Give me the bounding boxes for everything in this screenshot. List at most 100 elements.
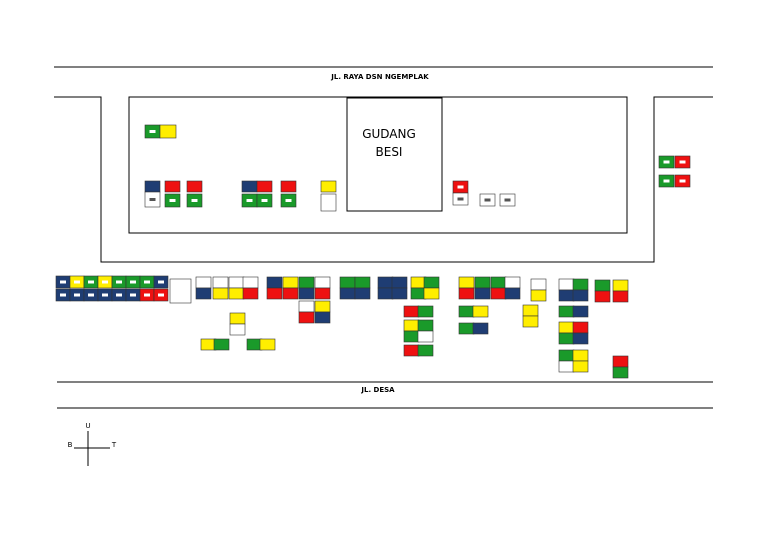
plot-square: [417, 330, 434, 343]
plot-marker: [130, 280, 136, 284]
plot-square: [339, 287, 356, 300]
plot-square: [612, 355, 629, 368]
plot-marker: [60, 293, 66, 297]
plot-square: [282, 287, 299, 300]
plot-square: [229, 323, 246, 336]
site-boundary: [54, 96, 713, 263]
plot-square: [403, 305, 420, 318]
north-road: JL. RAYA DSN NGEMPLAK: [54, 66, 713, 81]
plot-square: [164, 180, 181, 193]
plot-square: [195, 276, 212, 289]
plot-square: [474, 276, 491, 289]
plot-square: [195, 287, 212, 300]
plot-square: [572, 349, 589, 362]
plot-square: [314, 300, 331, 313]
plot-square: [298, 311, 315, 324]
plot-square: [212, 287, 229, 300]
plot-square: [417, 344, 434, 357]
plot-marker: [102, 280, 108, 284]
plot-markers: [55, 124, 691, 379]
plot-square: [403, 330, 420, 343]
plot-square: [572, 360, 589, 373]
plot-marker: [484, 198, 491, 202]
plot-square: [169, 278, 192, 304]
plot-square: [458, 305, 475, 318]
plot-square: [159, 124, 177, 139]
plot-square: [213, 338, 230, 351]
plot-marker: [74, 280, 80, 284]
plot-marker: [261, 199, 268, 202]
plot-square: [558, 360, 575, 373]
plot-marker: [144, 293, 150, 297]
plot-square: [490, 287, 507, 300]
warehouse-label-line1: GUDANG: [362, 127, 416, 141]
plot-square: [417, 319, 434, 332]
plot-square: [474, 287, 491, 300]
plot-square: [472, 305, 489, 318]
plot-square: [298, 276, 315, 289]
plot-square: [458, 276, 475, 289]
plot-marker: [679, 179, 686, 183]
compass-rose: U B T: [68, 422, 117, 466]
plot-square: [572, 305, 589, 318]
plot-square: [391, 287, 408, 300]
south-road-label: JL. DESA: [360, 386, 395, 394]
plot-marker: [663, 179, 670, 183]
plot-square: [490, 276, 507, 289]
plot-marker: [116, 280, 122, 284]
plot-square: [612, 366, 629, 379]
plot-square: [572, 289, 589, 302]
plot-marker: [457, 185, 464, 189]
plot-square: [458, 287, 475, 300]
plot-marker: [116, 293, 122, 297]
plot-square: [572, 332, 589, 345]
plot-square: [144, 180, 161, 193]
plot-marker: [663, 160, 670, 164]
plot-square: [314, 311, 331, 324]
plot-marker: [158, 280, 164, 284]
plot-square: [212, 276, 229, 289]
plot-square: [572, 278, 589, 291]
plot-marker: [191, 199, 198, 202]
plot-square: [282, 276, 299, 289]
plot-marker: [130, 293, 136, 297]
plot-square: [320, 193, 337, 212]
plot-square: [298, 287, 315, 300]
plot-square: [458, 322, 475, 335]
plot-square: [280, 180, 297, 193]
plot-square: [558, 289, 575, 302]
plot-square: [423, 287, 440, 300]
plot-square: [558, 349, 575, 362]
plot-square: [354, 276, 371, 289]
plot-square: [530, 289, 547, 302]
plot-square: [530, 278, 547, 291]
plot-marker: [457, 197, 464, 201]
warehouse-label-line2: BESI: [376, 145, 403, 159]
plot-square: [242, 276, 259, 289]
south-road: JL. DESA: [57, 381, 713, 409]
plot-marker: [102, 293, 108, 297]
plot-square: [266, 276, 283, 289]
plot-square: [504, 287, 521, 300]
plot-square: [259, 338, 276, 351]
plot-square: [377, 276, 394, 289]
plot-square: [403, 319, 420, 332]
plot-square: [522, 304, 539, 317]
plot-square: [186, 180, 203, 193]
plot-square: [572, 321, 589, 334]
plot-square: [594, 290, 611, 303]
plot-square: [228, 287, 245, 300]
warehouse-building: GUDANG BESI: [346, 97, 443, 212]
compass-east-label: T: [111, 441, 117, 449]
plot-marker: [158, 293, 164, 297]
plot-square: [403, 344, 420, 357]
plot-square: [228, 276, 245, 289]
compass-west-label: B: [68, 441, 73, 449]
plot-square: [242, 287, 259, 300]
plot-square: [612, 290, 629, 303]
plot-square: [314, 287, 331, 300]
plot-marker: [679, 160, 686, 164]
plot-marker: [88, 293, 94, 297]
plot-marker: [60, 280, 66, 284]
